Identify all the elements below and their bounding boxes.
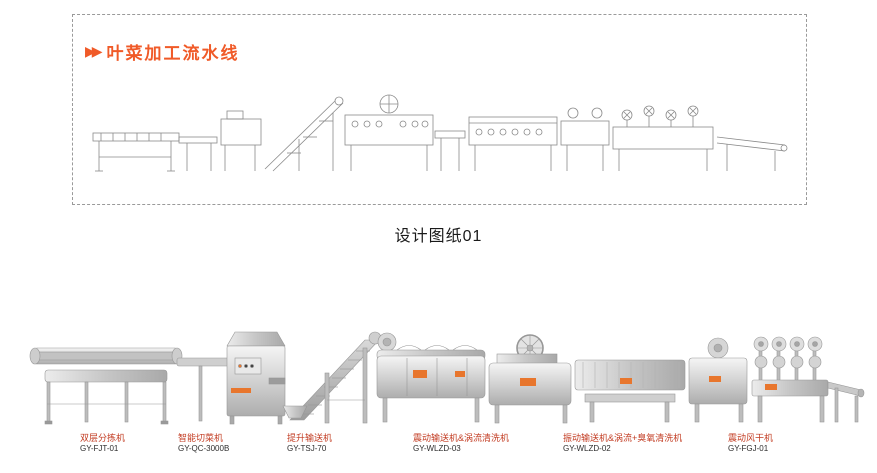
drawing-washer-1: [344, 94, 434, 171]
machine-model: GY-FJT-01: [80, 444, 119, 453]
process-line-technical-drawing: [92, 94, 788, 172]
drawing-elevator: [264, 96, 344, 172]
machine-name: 震动输送机&涡流清洗机: [413, 433, 510, 443]
machine-model: GY-FGJ-01: [728, 444, 769, 453]
photo-wheel-washer: [488, 334, 572, 424]
photo-ozone-washer: [688, 337, 748, 423]
machine-label-vortex-washer: 震动输送机&涡流清洗机 GY-WLZD-03: [413, 433, 509, 454]
drawing-outfeed: [716, 136, 788, 171]
photo-air-dryer: [751, 336, 829, 423]
drawing-caption: 设计图纸01: [394, 228, 483, 245]
section-title-row: ▶▶ 叶菜加工流水线: [85, 39, 240, 64]
machine-labels: 双层分拣机 GY-FJT-01 智能切菜机 GY-QC-3000B 提升输送机 …: [0, 433, 877, 469]
photo-link-belt: [176, 357, 230, 422]
machine-name: 双层分拣机: [80, 433, 126, 443]
photo-outfeed: [827, 381, 865, 423]
drawing-transfer-belt: [178, 136, 218, 171]
machine-label-sorter: 双层分拣机 GY-FJT-01: [80, 433, 125, 454]
drawing-sorter: [92, 132, 180, 172]
machine-label-air-dryer: 震动风干机 GY-FGJ-01: [728, 433, 773, 454]
photo-sorter: [29, 347, 183, 425]
machine-model: GY-WLZD-02: [563, 444, 611, 453]
machine-name: 智能切菜机: [178, 433, 224, 443]
machine-model: GY-QC-3000B: [178, 444, 230, 453]
photo-vibrating-conveyor: [574, 359, 686, 423]
machine-name: 振动输送机&涡流+臭氧清洗机: [563, 433, 683, 443]
machine-model: GY-TSJ-70: [287, 444, 327, 453]
photo-cutter: [226, 331, 286, 425]
machine-name: 震动风干机: [728, 433, 774, 443]
photo-elevator: [282, 331, 382, 424]
drawing-air-dryer: [612, 105, 714, 171]
drawing-transfer-2: [434, 130, 466, 171]
title-marker-icon: ▶▶: [85, 43, 102, 59]
machine-name: 提升输送机: [287, 433, 333, 443]
photo-vortex-washer: [376, 332, 486, 423]
machine-label-ozone-washer: 振动输送机&涡流+臭氧清洗机 GY-WLZD-02: [563, 433, 682, 454]
design-drawing-frame: ▶▶ 叶菜加工流水线: [72, 14, 807, 205]
drawing-cutter: [220, 110, 262, 171]
machine-label-elevator: 提升输送机 GY-TSJ-70: [287, 433, 332, 454]
machine-label-cutter: 智能切菜机 GY-QC-3000B: [178, 433, 229, 454]
page-title: 叶菜加工流水线: [106, 44, 240, 63]
drawing-ozone-unit: [560, 107, 610, 171]
machine-model: GY-WLZD-03: [413, 444, 461, 453]
drawing-washer-2: [468, 116, 558, 171]
process-line-photo: [29, 331, 865, 425]
